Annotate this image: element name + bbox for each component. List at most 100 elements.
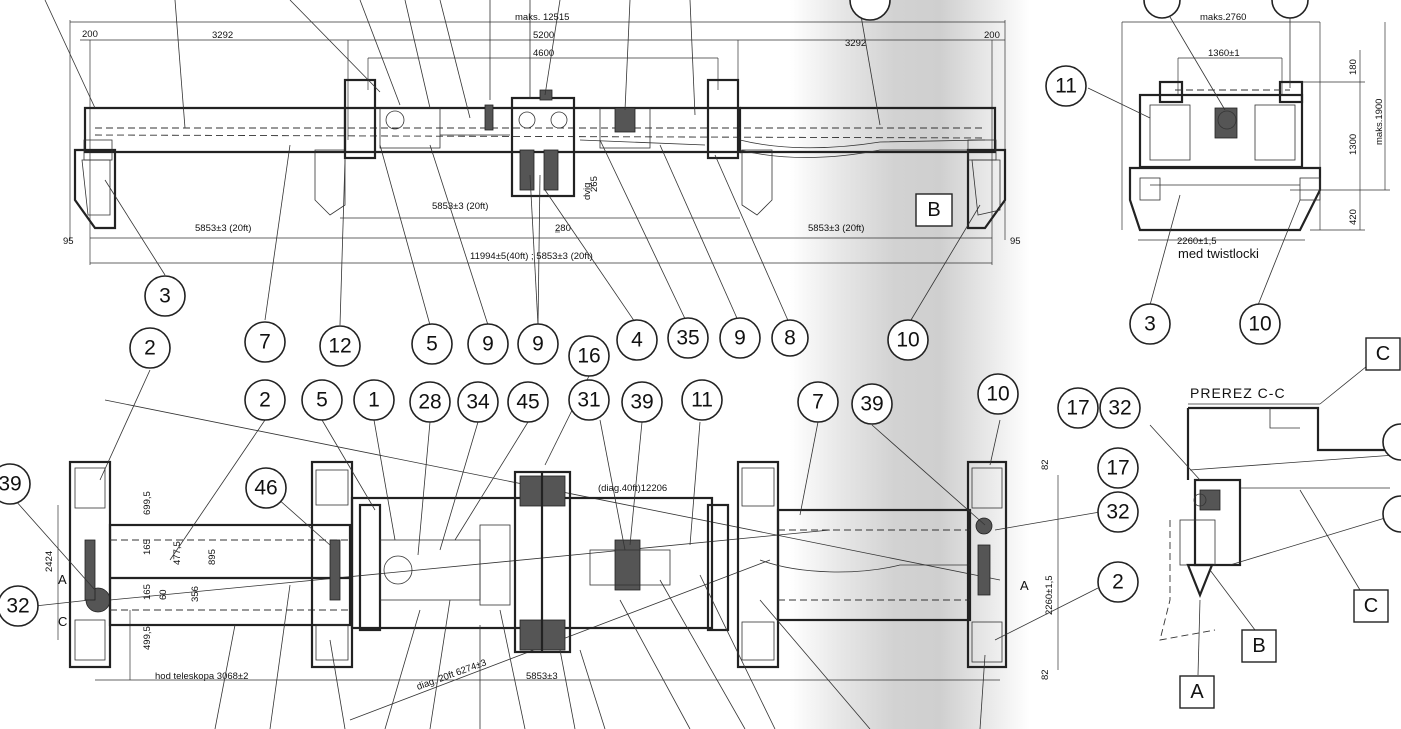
- dim-180: 180: [1348, 59, 1359, 75]
- label-twistlocks: med twistlocki: [1178, 246, 1259, 261]
- svg-text:4: 4: [631, 329, 643, 352]
- dim-165a: 165: [142, 539, 153, 555]
- svg-text:7: 7: [812, 391, 824, 414]
- svg-text:11: 11: [1055, 75, 1077, 98]
- svg-text:1: 1: [368, 389, 380, 412]
- callout-2a: 2: [129, 327, 171, 369]
- svg-text:32: 32: [1108, 397, 1131, 420]
- dim-499: 499,5: [142, 626, 153, 650]
- svg-text:8: 8: [784, 327, 796, 350]
- svg-text:C: C: [1376, 343, 1390, 365]
- svg-text:10: 10: [1248, 313, 1271, 336]
- callout-5: 5: [411, 323, 453, 365]
- dim-diag40: (diag.40ft)12206: [598, 483, 667, 494]
- page-fold-fade: [940, 0, 1030, 729]
- svg-text:2: 2: [144, 337, 156, 360]
- svg-text:39: 39: [0, 473, 22, 496]
- callout-10-plan: 10: [977, 373, 1019, 415]
- callout-16: 16: [568, 335, 610, 377]
- section-mark-a-right: A: [1020, 578, 1029, 593]
- dim-5853-left: 5853±3 (20ft): [195, 223, 251, 234]
- svg-text:3: 3: [1144, 313, 1156, 336]
- svg-text:3: 3: [159, 285, 171, 308]
- top-elevation-view: maks. 12515 200 3292 5200 4600 3292 200 …: [44, 0, 1021, 367]
- dim-356: 356: [190, 586, 201, 602]
- dim-2260-side: 2260±1,5: [1177, 236, 1217, 247]
- dim-5853-right: 5853±3 (20ft): [808, 223, 864, 234]
- label-box-c-upper: C: [1365, 337, 1401, 371]
- dim-3292-right: 3292: [845, 38, 866, 49]
- dim-2260-plan: 2260±1,5: [1044, 575, 1055, 615]
- svg-text:31: 31: [577, 389, 600, 412]
- svg-text:35: 35: [676, 327, 699, 350]
- dim-165b: 165: [142, 584, 153, 600]
- callout-39-mid: 39: [621, 381, 663, 423]
- dim-1300: 1300: [1348, 134, 1359, 155]
- svg-text:32: 32: [1106, 501, 1129, 524]
- plan-view: (diag.40ft)12206 diag. 20ft 6274±3 hod t…: [0, 327, 1139, 729]
- callout-10-side: 10: [1239, 303, 1281, 345]
- svg-text:39: 39: [630, 391, 653, 414]
- callout-17-plan: 17: [1097, 447, 1139, 489]
- dim-280: 280: [555, 223, 571, 234]
- dim-420: 420: [1348, 209, 1359, 225]
- dim-95-left: 95: [63, 236, 74, 247]
- svg-text:2: 2: [259, 389, 271, 412]
- section-mark-a-left: A: [58, 572, 67, 587]
- section-cc-view: PREREZ C-C 17 32 C B A: [1057, 337, 1401, 709]
- callout-9c: 9: [719, 317, 761, 359]
- svg-text:B: B: [1252, 635, 1265, 657]
- dim-82a: 82: [1040, 459, 1051, 470]
- dim-4600: 4600: [533, 48, 554, 59]
- dim-200-left: 200: [82, 29, 98, 40]
- svg-text:39: 39: [860, 393, 883, 416]
- svg-text:9: 9: [532, 333, 544, 356]
- callout-5-plan: 5: [301, 379, 343, 421]
- svg-text:12: 12: [328, 335, 351, 358]
- svg-text:34: 34: [466, 391, 490, 414]
- callout-39-right: 39: [851, 383, 893, 425]
- callout-10: 10: [887, 319, 929, 361]
- callout-39-left: 39: [0, 463, 31, 505]
- callout-32-section: 32: [1099, 387, 1141, 429]
- svg-text:10: 10: [896, 329, 919, 352]
- svg-text:16: 16: [577, 345, 600, 368]
- dim-3292-left: 3292: [212, 30, 233, 41]
- dim-60: 60: [158, 589, 169, 600]
- section-title: PREREZ C-C: [1190, 385, 1286, 401]
- callout-35: 35: [667, 317, 709, 359]
- svg-text:10: 10: [986, 383, 1009, 406]
- callout-2b: 2: [244, 379, 286, 421]
- dim-5853-plan: 5853±3: [526, 671, 558, 682]
- dim-dvig: dvig: [582, 183, 593, 200]
- svg-text:11: 11: [691, 389, 713, 412]
- label-box-b-section: B: [1241, 629, 1277, 663]
- svg-text:B: B: [927, 199, 940, 221]
- dim-699: 699,5: [142, 491, 153, 515]
- svg-text:9: 9: [482, 333, 494, 356]
- callout-28: 28: [409, 381, 451, 423]
- callout-32-left: 32: [0, 585, 39, 627]
- side-view: maks.2760 1360±1 180 1300 maks.1900 420 …: [1045, 0, 1390, 345]
- callout-8: 8: [771, 319, 809, 357]
- callout-12: 12: [319, 325, 361, 367]
- page-fold-shadow: [790, 0, 940, 729]
- dim-82b: 82: [1040, 669, 1051, 680]
- dim-maks1900: maks.1900: [1374, 99, 1385, 145]
- dim-5853-mid: 5853±3 (20ft): [432, 201, 488, 212]
- callout-2-plan: 2: [1097, 561, 1139, 603]
- dim-overall: maks. 12515: [515, 12, 569, 23]
- label-box-a-section: A: [1179, 675, 1215, 709]
- label-box-c-lower: C: [1353, 589, 1389, 623]
- dim-265: 265: [589, 176, 600, 192]
- callout-9b: 9: [517, 323, 559, 365]
- callout-9a: 9: [467, 323, 509, 365]
- callout-45: 45: [507, 381, 549, 423]
- svg-text:46: 46: [254, 477, 277, 500]
- callout-17-section: 17: [1057, 387, 1099, 429]
- callout-4: 4: [616, 319, 658, 361]
- svg-text:32: 32: [6, 595, 29, 618]
- callout-1: 1: [353, 379, 395, 421]
- svg-text:5: 5: [426, 333, 438, 356]
